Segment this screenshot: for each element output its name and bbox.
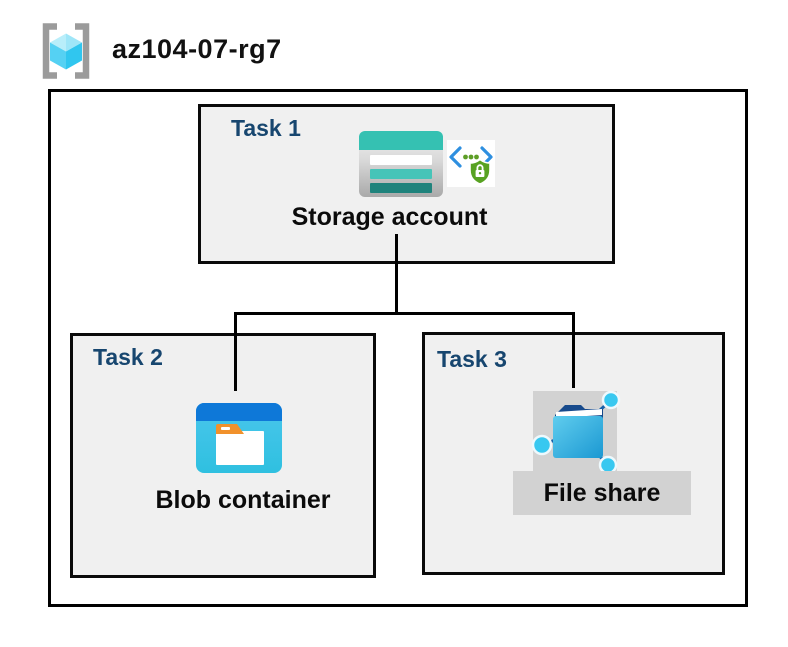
resource-group-name: az104-07-rg7 bbox=[112, 34, 282, 64]
storage-account-icon bbox=[359, 131, 443, 197]
blob-container-icon bbox=[196, 403, 282, 473]
storage-icon-row-white bbox=[370, 155, 432, 165]
task1-box: Task 1 Storage account bbox=[198, 104, 615, 264]
task2-heading: Task 2 bbox=[93, 344, 163, 370]
blob-icon-title-bar bbox=[196, 403, 282, 421]
connector-storage-down bbox=[395, 234, 398, 312]
bracket-right-icon bbox=[75, 23, 90, 79]
file-share-label: File share bbox=[543, 478, 661, 507]
storage-icon-row-teal bbox=[370, 169, 432, 179]
file-share-label-strip: File share bbox=[513, 471, 691, 515]
blob-icon-folder-tab bbox=[216, 424, 244, 434]
bracket-left-icon bbox=[42, 23, 57, 79]
blob-container-label: Blob container bbox=[155, 486, 331, 514]
task3-heading: Task 3 bbox=[437, 346, 507, 372]
blob-icon-tab-dash bbox=[221, 427, 230, 430]
resource-group-icon bbox=[42, 23, 90, 79]
task1-heading: Task 1 bbox=[231, 115, 301, 141]
task3-box: Task 3 File share bbox=[422, 332, 725, 575]
file-share-icon bbox=[531, 390, 621, 475]
task2-box: Task 2 Blob container bbox=[70, 333, 376, 578]
storage-icon-header-band bbox=[359, 131, 443, 150]
connector-branch-horizontal bbox=[234, 312, 575, 315]
storage-icon-row-dark-teal bbox=[370, 183, 432, 193]
blob-icon-folder bbox=[216, 431, 264, 465]
connector-to-blob-container bbox=[234, 315, 237, 391]
connector-to-file-share bbox=[572, 315, 575, 388]
storage-account-label: Storage account bbox=[291, 203, 488, 231]
secure-access-shield-lock-icon bbox=[447, 140, 495, 187]
